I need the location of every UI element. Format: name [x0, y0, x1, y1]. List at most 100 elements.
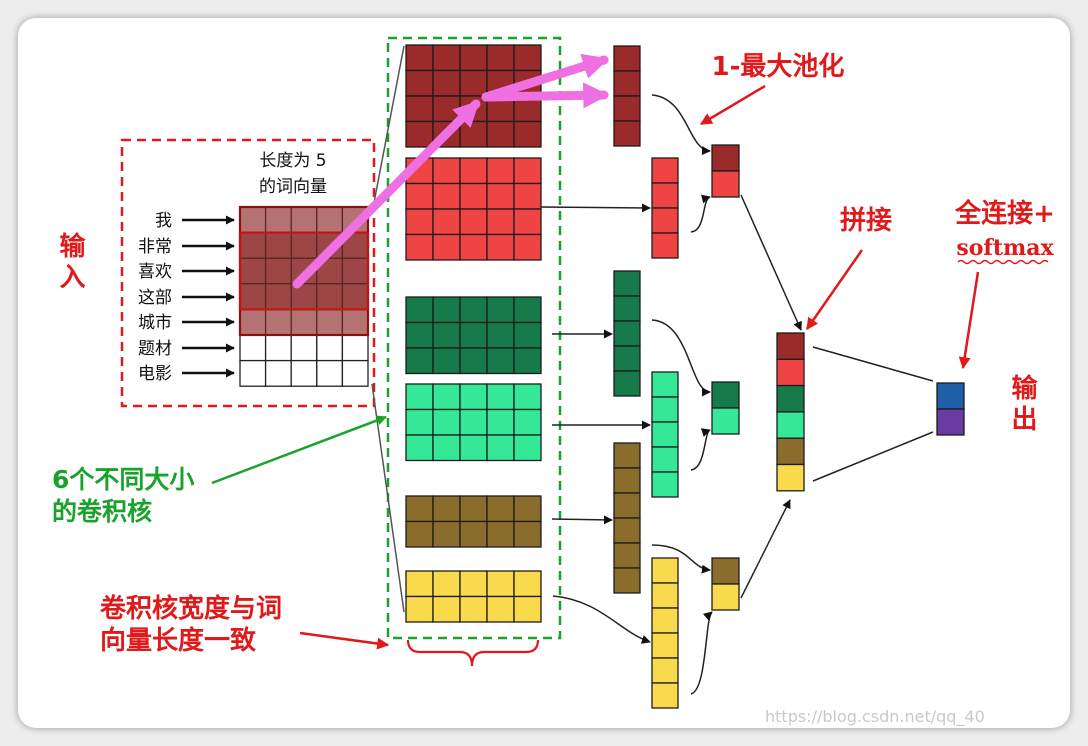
- filter-6-cell: [432, 595, 461, 623]
- filter-5-to-map-arrow: [551, 515, 613, 525]
- filter-to-map-pink-arrow-top: [481, 53, 609, 102]
- map-3-to-pool-arrow: [651, 319, 711, 397]
- filter-3-cell: [405, 347, 434, 375]
- feature-map-6-cell: [651, 682, 679, 709]
- filter-1-cell: [486, 44, 515, 72]
- maxpool-pointer-arrow: [699, 84, 766, 126]
- concat-cell: [776, 437, 805, 466]
- filter-4-cell: [486, 434, 515, 462]
- input-matrix-cell: [264, 334, 292, 362]
- filter-2-cell: [513, 233, 542, 261]
- filter-1-cell: [405, 95, 434, 123]
- filter-1-cell: [405, 120, 434, 148]
- vector-caption-line-2: 的词向量: [259, 177, 327, 197]
- map-2-to-pool-arrow: [690, 194, 711, 233]
- feature-map-4-cell: [651, 471, 679, 498]
- filter-1-cell: [513, 44, 542, 72]
- word-label: 这部: [138, 288, 172, 308]
- output-cell: [936, 382, 965, 410]
- input-matrix-cell: [316, 334, 344, 362]
- feature-map-2-cell: [651, 182, 679, 209]
- filter-region-box: [386, 36, 562, 640]
- input-region-box: [120, 138, 376, 408]
- filter-4-cell: [459, 408, 488, 436]
- filter-1-cell: [459, 44, 488, 72]
- filter-3-cell: [513, 321, 542, 349]
- width-note-line-1: 卷积核宽度与词: [100, 593, 282, 624]
- watermark: https://blog.csdn.net/qq_40: [765, 707, 985, 727]
- filter-2-cell: [513, 157, 542, 185]
- filter-3-cell: [486, 347, 515, 375]
- pooled-2-cell: [711, 407, 740, 435]
- filter-6-cell: [513, 570, 542, 598]
- word-label: 题材: [138, 339, 172, 359]
- map-6-to-pool-arrow: [690, 611, 713, 695]
- filter-width-brace: [406, 639, 540, 667]
- input-matrix-cell: [316, 308, 344, 336]
- pool-3-to-concat-arrow: [740, 499, 791, 599]
- feature-map-6-cell: [651, 607, 679, 634]
- filter-1-cell: [432, 44, 461, 72]
- filter-2-cell: [459, 157, 488, 185]
- word-label: 喜欢: [138, 262, 172, 282]
- filter-to-map-pink-arrow-bottom: [481, 82, 610, 109]
- feature-map-3-cell: [613, 270, 641, 297]
- filter-2-cell: [486, 208, 515, 236]
- filter-2-cell: [486, 157, 515, 185]
- window-to-filter-pink-arrow: [292, 99, 481, 289]
- filter-4-cell: [405, 383, 434, 411]
- filter-3-cell: [405, 321, 434, 349]
- fc-pointer-arrow: [958, 271, 980, 370]
- pooled-1-cell: [711, 170, 740, 198]
- filter-3-cell: [459, 296, 488, 324]
- feature-map-4-cell: [651, 446, 679, 473]
- map-5-to-pool-arrow: [651, 544, 711, 574]
- concat-cell: [776, 384, 805, 413]
- filter-6-cell: [432, 570, 461, 598]
- input-matrix-cell: [264, 257, 292, 285]
- concatenated-vector: [776, 332, 805, 492]
- input-matrix-cell: [290, 206, 318, 234]
- filter-5-cell: [405, 520, 434, 548]
- max-pooled-vectors: [711, 144, 740, 611]
- input-matrix-cell: [290, 359, 318, 387]
- filter-1-cell: [459, 69, 488, 97]
- feature-map-5-cell: [613, 467, 641, 494]
- filter-5-cell: [432, 495, 461, 523]
- feature-map-4-cell: [651, 396, 679, 423]
- input-matrix-cell: [264, 206, 292, 234]
- filter-2-cell: [459, 233, 488, 261]
- filter-2-cell: [405, 208, 434, 236]
- feature-map-2-cell: [651, 232, 679, 259]
- feature-map-6-cell: [651, 582, 679, 609]
- input-matrix-cell: [316, 359, 344, 387]
- filter-3-cell: [432, 321, 461, 349]
- filter-3-cell: [513, 296, 542, 324]
- pooled-3-cell: [711, 583, 740, 611]
- concat-to-output-bottom-line: [812, 431, 934, 482]
- input-label: 输入: [55, 231, 85, 294]
- filter-4-cell: [432, 434, 461, 462]
- filter-5-cell: [486, 495, 515, 523]
- pool-1-to-concat-arrow: [740, 194, 802, 331]
- feature-map-1-cell: [613, 95, 641, 122]
- filter-2-cell: [486, 182, 515, 210]
- feature-map-1-cell: [613, 45, 641, 72]
- input-matrix-cell: [341, 334, 369, 362]
- filter-1-cell: [405, 44, 434, 72]
- convolution-filters: [405, 44, 542, 623]
- feature-map-1-cell: [613, 70, 641, 97]
- feature-map-6-cell: [651, 557, 679, 584]
- input-matrix-cell: [239, 231, 267, 259]
- input-matrix-cell: [341, 257, 369, 285]
- filter-6-cell: [405, 570, 434, 598]
- filter-2-cell: [513, 182, 542, 210]
- word-label: 非常: [138, 237, 172, 257]
- input-matrix-cell: [264, 308, 292, 336]
- input-matrix-cell: [290, 334, 318, 362]
- filter-5-cell: [405, 495, 434, 523]
- filter-4-cell: [405, 408, 434, 436]
- input-matrix-cell: [239, 308, 267, 336]
- filter-6-to-map-arrow: [552, 595, 651, 644]
- feature-map-3-cell: [613, 320, 641, 347]
